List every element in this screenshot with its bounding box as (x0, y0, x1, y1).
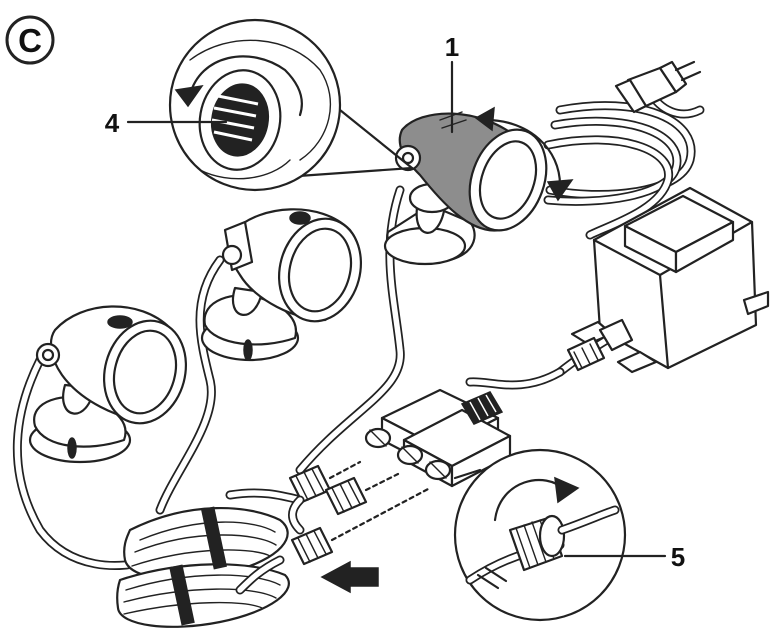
socket-c (424, 459, 452, 481)
insert-direction-arrow (320, 560, 379, 594)
detail-circle-5 (453, 448, 627, 622)
lamp-3 (28, 305, 188, 464)
callout-label-5: 5 (671, 542, 685, 572)
lamp3-cable (12, 355, 155, 571)
lamp-2 (200, 208, 363, 362)
power-plug (614, 60, 702, 114)
callout-leaders (126, 60, 667, 558)
socket-a (364, 427, 392, 449)
callout-label-4: 4 (105, 108, 120, 138)
lamp-plug-connectors (235, 460, 432, 595)
figure-letter-badge: C (5, 15, 55, 65)
transformer (570, 186, 770, 374)
transformer-output-cable (465, 318, 634, 390)
coiled-cables (116, 488, 305, 628)
lamp-1 (383, 106, 574, 266)
callout-label-1: 1 (445, 32, 459, 62)
detail-circle-4 (168, 18, 414, 192)
socket-b (396, 444, 424, 466)
lamp2-cable (155, 255, 225, 515)
lamp-plug-3 (290, 486, 432, 566)
lamp-plug-2 (324, 472, 400, 516)
figure-letter: C (18, 22, 42, 59)
